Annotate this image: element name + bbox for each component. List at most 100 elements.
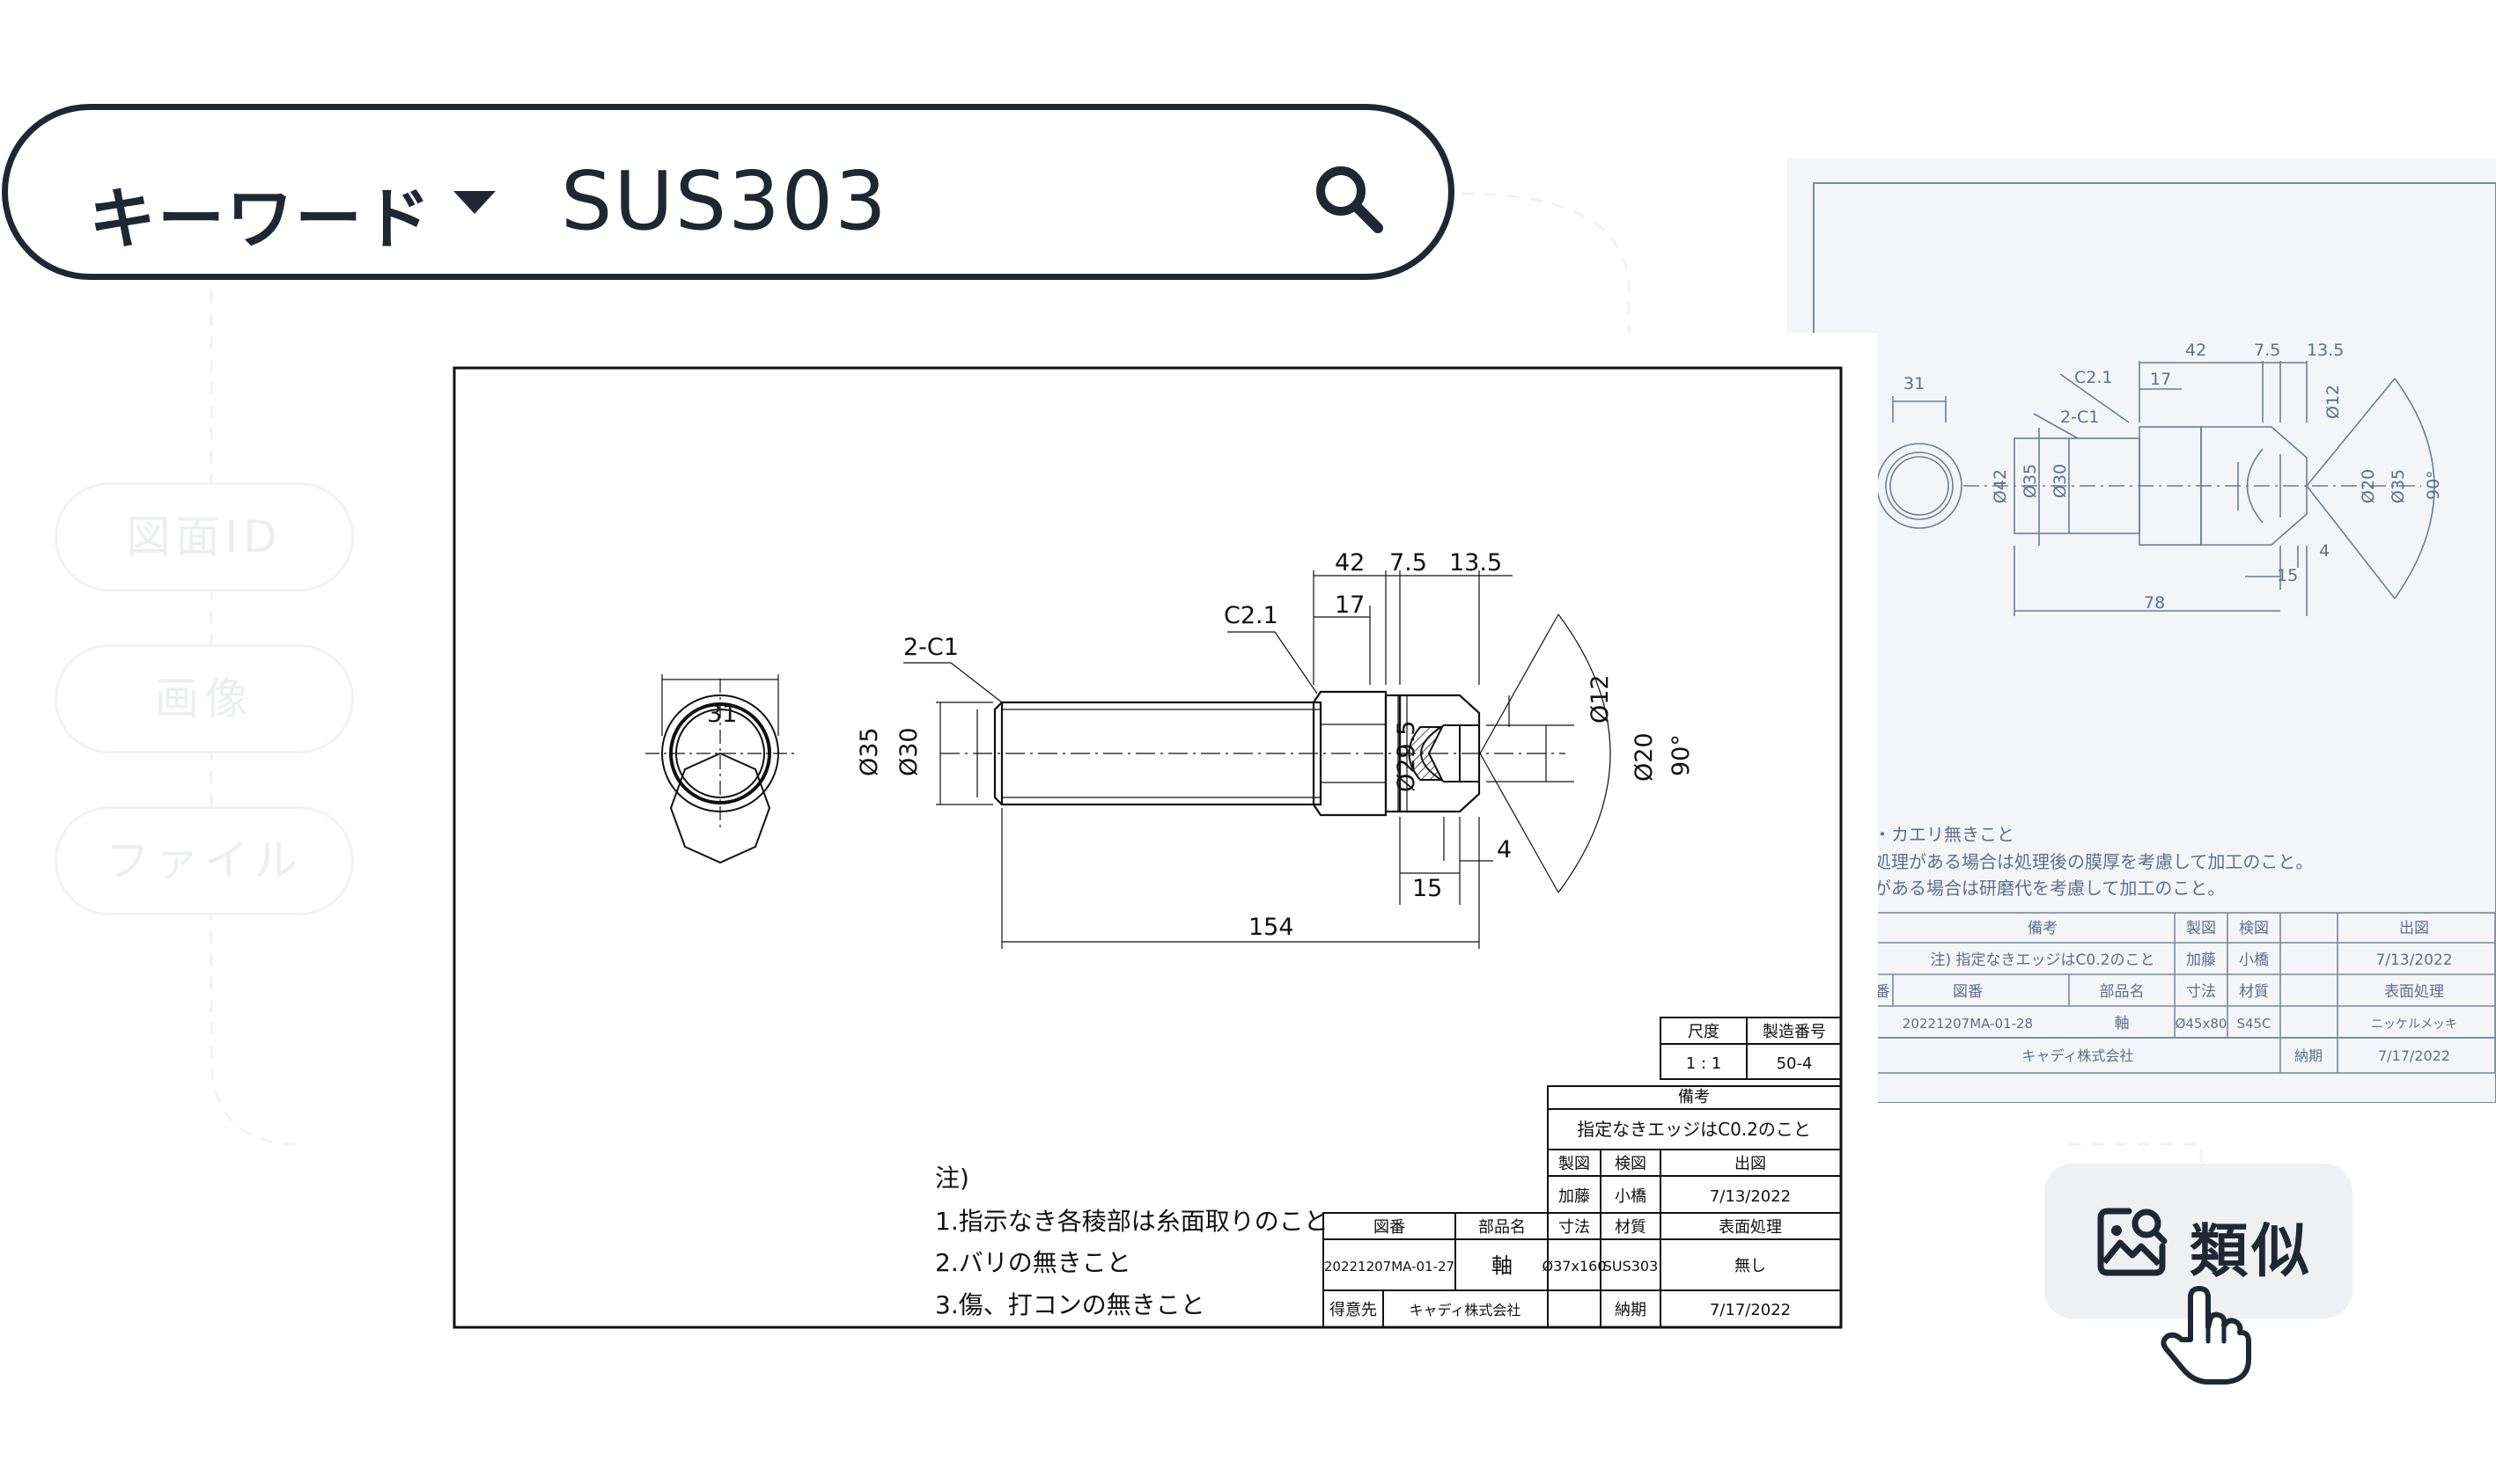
tb-checker: 小橋 xyxy=(1615,1187,1646,1206)
similar-drawing-dimensions: 31 42 7.5 13.5 C2.1 17 2-C1 Ø12 Ø42 Ø35 … xyxy=(1903,341,2443,613)
main-drawing-card[interactable]: 31 2-C1 C2.1 42 7.5 13.5 17 Ø35 Ø30 Ø29.… xyxy=(430,333,1878,1345)
tb-scale-header: 尺度 xyxy=(1688,1023,1719,1041)
dim-phi20: Ø20 xyxy=(1631,732,1658,782)
tb-dwgno-header: 図番 xyxy=(1373,1218,1405,1237)
dim-4: 4 xyxy=(1497,836,1512,863)
image-button[interactable]: 画像 xyxy=(55,644,354,753)
side-view-geometry xyxy=(993,690,1481,817)
tb-no-header: 番 xyxy=(1875,983,1890,1001)
dim-phi12: Ø12 xyxy=(2323,385,2343,419)
tb-due: 7/17/2022 xyxy=(2378,1047,2450,1064)
tb-checker: 小橋 xyxy=(2239,951,2269,969)
similar-drawing-notes: ・カエリ無きこと 処理がある場合は処理後の膜厚を考慮して加工のこと。 がある場合… xyxy=(1874,824,2313,899)
dim-phi35b: Ø35 xyxy=(2389,469,2408,503)
tb-size-header: 寸法 xyxy=(1558,1218,1590,1237)
similar-drawing-paper xyxy=(1787,158,2496,1103)
note-line: 1.指示なき各稜部は糸面取りのこと xyxy=(935,1207,1329,1236)
dim-42: 42 xyxy=(1335,549,1365,577)
tb-check-header: 検図 xyxy=(1615,1155,1646,1173)
tb-remarks-header: 備考 xyxy=(2028,920,2058,937)
dim-phi30: Ø30 xyxy=(895,727,923,776)
search-input[interactable]: SUS303 xyxy=(561,154,888,248)
search-mode-label[interactable]: キーワード xyxy=(89,180,432,258)
dim-7-5: 7.5 xyxy=(2254,341,2280,360)
note-line: ・カエリ無きこと xyxy=(1874,824,2014,845)
dim-phi35a: Ø35 xyxy=(2021,464,2040,498)
tb-material: SUS303 xyxy=(1603,1258,1659,1275)
tb-serial: 50-4 xyxy=(1777,1054,1813,1073)
note-line: 3.傷、打コンの無きこと xyxy=(935,1290,1205,1319)
tb-due-header: 納期 xyxy=(1615,1301,1646,1319)
tb-issue-header: 出図 xyxy=(2399,920,2429,937)
dim-7-5: 7.5 xyxy=(1389,549,1427,577)
search-icon[interactable] xyxy=(1309,159,1388,239)
dim-c2-1: C2.1 xyxy=(2074,368,2112,387)
main-drawing-dimensions: 31 2-C1 C2.1 42 7.5 13.5 17 Ø35 Ø30 Ø29.… xyxy=(707,549,1695,941)
dim-phi20: Ø20 xyxy=(2359,469,2378,503)
tb-remarks: 指定なきエッジはC0.2のこと xyxy=(1577,1119,1811,1140)
similar-title-block-footer: キャディ株式会社 納期 7/17/2022 xyxy=(2022,1047,2450,1064)
image-search-icon xyxy=(2097,1208,2168,1276)
dim-17: 17 xyxy=(1335,591,1365,619)
dim-78: 78 xyxy=(2144,593,2165,613)
dim-31: 31 xyxy=(707,701,737,728)
dim-phi42: Ø42 xyxy=(1991,469,2010,503)
tb-material-header: 材質 xyxy=(1615,1218,1646,1237)
dim-4: 4 xyxy=(2319,541,2330,561)
tb-issue-date: 7/13/2022 xyxy=(2375,951,2452,969)
tb-scale: 1 : 1 xyxy=(1686,1054,1721,1073)
tb-dwgno: 20221207MA-01-28 xyxy=(1903,1016,2033,1032)
hand-pointer-icon xyxy=(2161,1286,2251,1385)
dim-31: 31 xyxy=(1903,374,1925,393)
caret-down-icon[interactable] xyxy=(453,191,496,214)
dim-13-5: 13.5 xyxy=(1449,549,1502,577)
tb-surface-header: 表面処理 xyxy=(1719,1218,1782,1237)
tb-surface: ニッケルメッキ xyxy=(2371,1017,2457,1032)
main-drawing-frame xyxy=(453,366,1843,1329)
end-view-geometry xyxy=(645,674,795,828)
tb-client: キャディ株式会社 xyxy=(1410,1302,1521,1319)
dim-15: 15 xyxy=(2277,566,2298,585)
dim-c2-1: C2.1 xyxy=(1224,602,1278,629)
tb-remarks: 注) 指定なきエッジはC0.2のこと xyxy=(1931,951,2155,969)
tb-client: キャディ株式会社 xyxy=(2022,1047,2134,1064)
drawing-id-button[interactable]: 図面ID xyxy=(55,482,354,591)
dim-154: 154 xyxy=(1248,914,1294,941)
tb-part: 軸 xyxy=(1491,1253,1513,1278)
tb-due-header: 納期 xyxy=(2294,1047,2323,1064)
tb-surface-header: 表面処理 xyxy=(2384,983,2444,1001)
dim-2-c1: 2-C1 xyxy=(903,634,959,661)
similar-button-label: 類似 xyxy=(2190,1217,2313,1285)
file-button[interactable]: ファイル xyxy=(55,806,354,915)
tb-size: Ø37x160 xyxy=(1543,1258,1607,1275)
tb-client-header: 得意先 xyxy=(1329,1301,1377,1319)
tb-surface: 無し xyxy=(1734,1257,1766,1275)
tb-drawer: 加藤 xyxy=(1558,1187,1590,1206)
note-line: 処理がある場合は処理後の膜厚を考慮して加工のこと。 xyxy=(1874,851,2313,872)
dim-phi30: Ø30 xyxy=(2051,464,2070,498)
tb-draw-header: 製図 xyxy=(2186,920,2216,937)
similar-search-button[interactable]: 類似 xyxy=(2044,1164,2352,1319)
tb-drawer: 加藤 xyxy=(2186,951,2216,969)
tb-dwgno: 20221207MA-01-27 xyxy=(1324,1259,1454,1275)
dim-42: 42 xyxy=(2185,341,2206,360)
dim-15: 15 xyxy=(1412,875,1442,902)
note-line: 2.バリの無きこと xyxy=(935,1248,1131,1277)
dim-phi12: Ø12 xyxy=(1587,674,1614,724)
tb-remarks-header: 備考 xyxy=(1678,1088,1710,1106)
tb-part: 軸 xyxy=(2115,1015,2130,1032)
main-drawing-notes: 注) 1.指示なき各稜部は糸面取りのこと 2.バリの無きこと 3.傷、打コンの無… xyxy=(935,1164,1329,1319)
tb-dwgno-header: 図番 xyxy=(1953,983,1983,1001)
tb-size-header: 寸法 xyxy=(2186,983,2216,1001)
tb-issue-header: 出図 xyxy=(1734,1155,1766,1173)
tb-issue-date: 7/13/2022 xyxy=(1710,1187,1791,1206)
dim-angle: 90° xyxy=(1668,734,1695,776)
side-view-dimension-lines xyxy=(903,570,1611,949)
dim-2-c1: 2-C1 xyxy=(2060,408,2099,427)
dim-phi29-5: Ø29.5 xyxy=(1393,721,1420,792)
tb-part-header: 部品名 xyxy=(2100,983,2145,1001)
title-block-grid xyxy=(1322,1017,1842,1328)
similar-drawing-card[interactable]: 31 42 7.5 13.5 C2.1 17 2-C1 Ø12 Ø42 Ø35 … xyxy=(1787,158,2496,1103)
dim-phi35: Ø35 xyxy=(856,727,883,776)
search-bar: キーワード SUS303 xyxy=(2,104,1454,280)
